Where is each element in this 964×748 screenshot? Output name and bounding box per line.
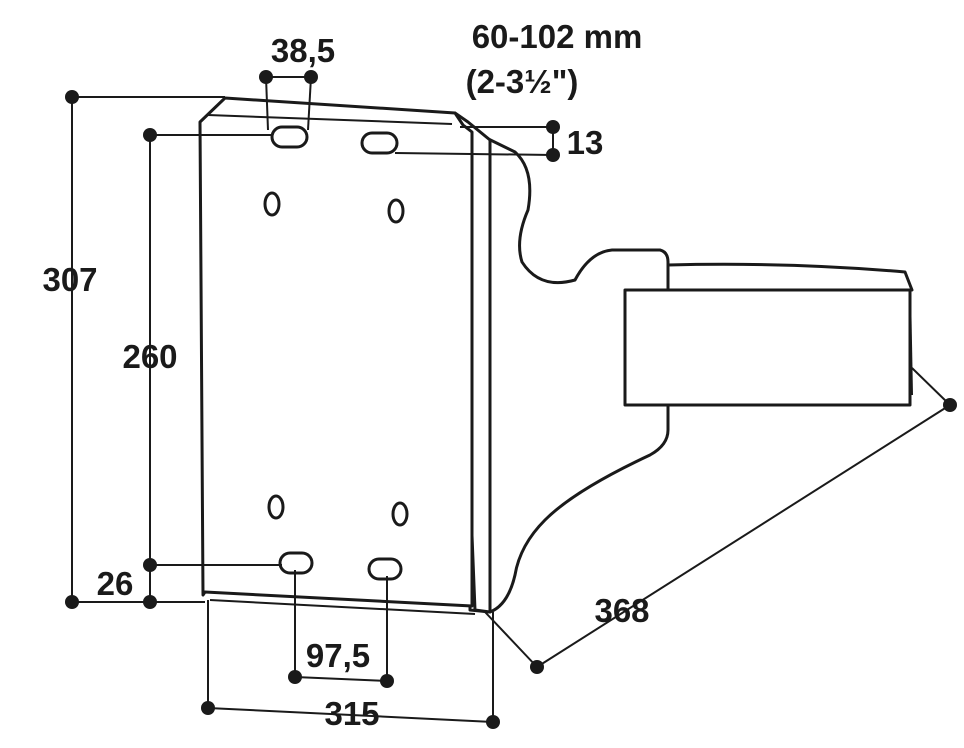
bracket-arm [468,128,670,614]
pole-range-metric: 60-102 mm [472,18,643,55]
slot-top-left [270,125,309,149]
dim-label-307: 307 [42,261,97,298]
hole [267,494,285,520]
clamp-band-back [666,262,914,292]
dim-label-26: 26 [97,565,134,602]
dim-label-368: 368 [594,592,649,629]
hole [387,198,405,224]
mounting-slots [263,125,409,581]
plate-bottom-fold [209,599,476,615]
dim-label-38-5: 38,5 [271,32,335,69]
clamp-band [623,288,912,407]
slot-top-right [360,131,399,155]
dimension-lines [65,70,957,729]
slot-bottom-right [367,557,403,581]
plate-top-fold [207,114,453,125]
hole [263,191,281,217]
dim-label-315: 315 [324,695,379,732]
pole-range-imperial: (2-3½") [466,63,579,100]
dim-label-97-5: 97,5 [306,637,370,674]
mounting-plate [198,96,474,608]
hole [391,501,409,527]
dim-label-13: 13 [567,124,604,161]
clamp-band-edge [909,289,913,396]
dim-label-260: 260 [122,338,177,375]
